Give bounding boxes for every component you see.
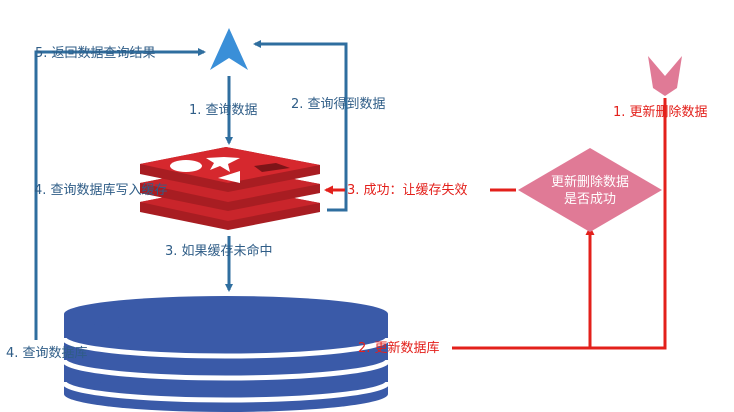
redis-cache-icon — [140, 147, 320, 230]
read-path-arrows — [34, 40, 348, 340]
decision-text-line2: 是否成功 — [564, 192, 616, 207]
label-step2-got: 2. 查询得到数据 — [291, 96, 386, 112]
decision-text-line1: 更新删除数据 — [551, 174, 629, 190]
arrow-writer-to-db — [452, 98, 667, 350]
label-step1-query: 1. 查询数据 — [189, 103, 258, 118]
write-path-arrows — [324, 98, 667, 350]
label-w2-update-db: 2. 更新数据库 — [358, 340, 440, 356]
decision-diamond — [518, 148, 662, 232]
writer-chevron-down-icon — [648, 56, 682, 96]
client-arrow-up-icon — [210, 28, 248, 70]
label-w1-update-delete: 1. 更新删除数据 — [613, 104, 708, 120]
arrow-cache-hit-return — [253, 40, 348, 212]
arrow-db-return — [34, 48, 206, 340]
label-w3-success: 3. 成功：让缓存失效 — [347, 183, 468, 198]
label-step3-miss: 3. 如果缓存未命中 — [165, 243, 273, 259]
database-cylinder-icon — [61, 296, 391, 412]
label-step4-write-cache: 4. 查询数据库写入缓存 — [34, 182, 168, 198]
label-step4-query-db: 4. 查询数据库 — [6, 345, 88, 361]
label-step5-return: 5. 返回数据查询结果 — [35, 46, 156, 61]
